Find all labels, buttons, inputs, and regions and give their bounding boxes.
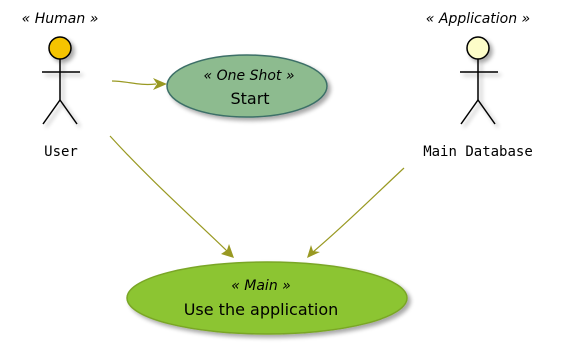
edge-user-to-use-app (109, 135, 234, 258)
usecase-start-shape (166, 54, 328, 118)
actor-database-figure (460, 36, 498, 125)
actor-database-name: Main Database (423, 144, 533, 160)
actor-user[interactable]: « Human » User (22, 11, 99, 160)
usecase-start[interactable]: « One Shot » Start (166, 54, 328, 118)
actor-user-head (48, 36, 72, 60)
actor-main-database[interactable]: « Application » Main Database (423, 11, 533, 160)
usecase-start-label: Start (230, 89, 269, 108)
usecase-use-app[interactable]: « Main » Use the application (126, 261, 408, 335)
actor-user-figure (42, 36, 80, 125)
usecase-use-app-shape (126, 261, 408, 335)
usecase-use-app-stereotype: « Main » (231, 278, 291, 294)
usecase-start-stereotype: « One Shot » (204, 68, 295, 84)
actor-user-name: User (44, 144, 78, 160)
edge-database-to-use-app (307, 167, 405, 258)
edge-user-to-start (111, 78, 167, 90)
actor-user-stereotype: « Human » (22, 11, 99, 27)
actor-database-head (466, 36, 490, 60)
usecase-use-app-label: Use the application (184, 300, 339, 319)
actor-database-stereotype: « Application » (426, 11, 530, 27)
